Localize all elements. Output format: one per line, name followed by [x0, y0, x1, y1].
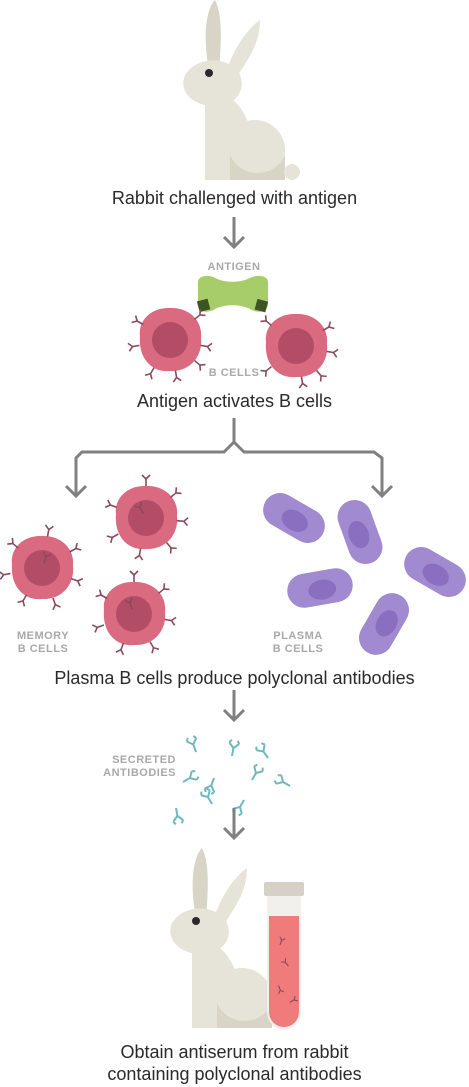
antigen-shape	[198, 275, 268, 312]
plasma-b-cells-label: PLASMA B CELLS	[272, 630, 324, 655]
step2-caption: Antigen activates B cells	[136, 391, 333, 411]
memory-b-cells-label: MEMORY B CELLS	[16, 630, 70, 655]
epitope-right	[254, 298, 269, 313]
branch-arrow-icon	[64, 418, 394, 499]
epitope-left	[196, 298, 211, 313]
step1-caption: Rabbit challenged with antigen	[111, 188, 358, 208]
step3-caption: Plasma B cells produce polyclonal antibo…	[54, 668, 415, 688]
down-arrow-icon	[222, 688, 246, 722]
down-arrow-icon	[222, 215, 246, 249]
plasma-cell-4	[284, 565, 356, 611]
plasma-cell-2	[332, 495, 388, 569]
plasma-cell-5	[352, 586, 416, 662]
step4-caption-line1: Obtain antiserum from rabbit	[120, 1042, 349, 1062]
memory-b-cell-3	[91, 570, 177, 656]
memory-b-cell-1	[104, 474, 189, 561]
step4-caption-line2: containing polyclonal antibodies	[107, 1064, 362, 1084]
secreted-antibodies-label: SECRETED ANTIBODIES	[103, 754, 176, 779]
plasma-cell-3	[397, 540, 469, 604]
antigen-label: ANTIGEN	[207, 261, 261, 273]
b-cells-label: B CELLS	[208, 367, 260, 379]
plasma-cell-1	[256, 486, 332, 550]
rabbit-icon	[183, 0, 300, 180]
antibody-cluster	[170, 734, 294, 826]
test-tube-icon	[264, 882, 304, 1029]
memory-b-cell-2	[0, 524, 84, 611]
